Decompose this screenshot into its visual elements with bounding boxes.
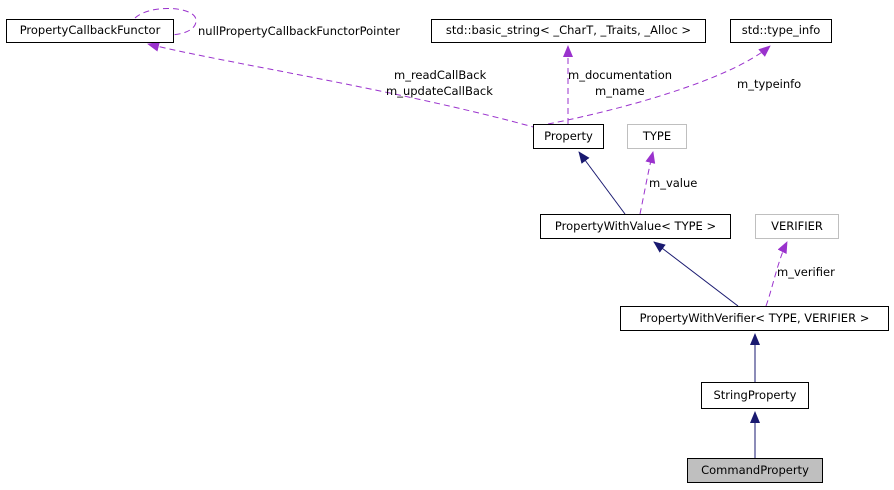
usage-callback-edge xyxy=(147,41,538,129)
edge-label-update-callback: m_updateCallBack xyxy=(386,84,493,98)
string-property-node[interactable]: StringProperty xyxy=(701,382,809,409)
edge-label-verifier: m_verifier xyxy=(777,265,835,279)
property-node[interactable]: Property xyxy=(533,124,604,149)
property-with-value-node[interactable]: PropertyWithValue< TYPE > xyxy=(540,214,731,239)
type-info-node[interactable]: std::type_info xyxy=(730,19,832,43)
edge-label-value: m_value xyxy=(649,176,698,190)
verifier-template-node: VERIFIER xyxy=(755,214,839,239)
usage-verifier-edge xyxy=(765,241,788,307)
type-template-node: TYPE xyxy=(627,124,687,149)
edge-label-documentation: m_documentation xyxy=(568,68,673,82)
usage-typeinfo-edge xyxy=(547,45,771,125)
edge-label-null-functor-pointer: nullPropertyCallbackFunctorPointer xyxy=(198,24,400,38)
inherit-value-to-property xyxy=(578,151,626,215)
property-callback-functor-node[interactable]: PropertyCallbackFunctor xyxy=(6,19,174,43)
edge-label-name: m_name xyxy=(595,84,645,98)
property-with-verifier-node[interactable]: PropertyWithVerifier< TYPE, VERIFIER > xyxy=(620,306,889,331)
inherit-verifier-to-value xyxy=(653,241,739,307)
basic-string-node[interactable]: std::basic_string< _CharT, _Traits, _All… xyxy=(431,19,706,43)
edge-label-typeinfo: m_typeinfo xyxy=(737,77,802,91)
command-property-node[interactable]: CommandProperty xyxy=(687,458,823,483)
edge-label-read-callback: m_readCallBack xyxy=(394,68,487,82)
usage-type-edge xyxy=(639,151,656,215)
